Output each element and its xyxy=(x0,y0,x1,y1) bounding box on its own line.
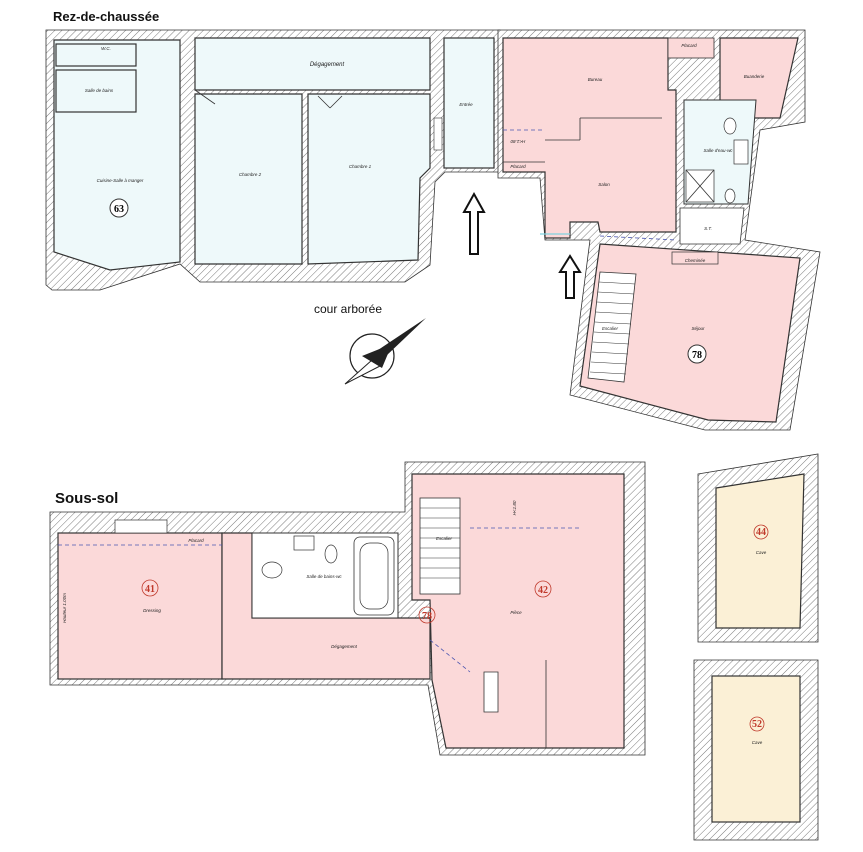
basement-toilet xyxy=(261,561,283,579)
sejour-number-circle xyxy=(687,344,707,364)
north-compass-icon xyxy=(344,318,426,385)
stairs-label: Escalier xyxy=(602,326,619,331)
court-label: cour arborée xyxy=(314,302,382,316)
entry-label: Entrée xyxy=(459,102,473,107)
piece-label: Pièce xyxy=(510,610,522,615)
st-room xyxy=(679,207,745,245)
ground-height-mark: H<1.80 xyxy=(510,139,525,144)
sejour-stairs xyxy=(587,271,637,383)
basement-sink xyxy=(293,535,315,551)
placard-top-label: Placard xyxy=(681,43,697,48)
hallway-label: Dégagement xyxy=(310,62,345,68)
placard-bottom-label: Placard xyxy=(510,164,526,169)
entrance-arrow-left xyxy=(462,191,486,255)
entry-room xyxy=(443,37,495,169)
toilet-fixture xyxy=(723,117,737,135)
cave-52-number-circle xyxy=(749,716,765,732)
bureau-salon-room xyxy=(502,37,677,239)
cave-52-number: 52 xyxy=(752,719,762,730)
entry-window xyxy=(433,117,443,151)
basement-placard-label: Placard xyxy=(188,538,204,543)
chimney-block xyxy=(671,251,719,265)
cave-44-label: Cave xyxy=(756,550,767,555)
cave-52-room xyxy=(711,675,801,823)
dressing-number-circle xyxy=(141,579,159,597)
basement-stair-steps xyxy=(420,507,460,579)
kitchen-number: 63 xyxy=(114,204,124,215)
dressing-number: 41 xyxy=(145,584,155,595)
stair-number-circle xyxy=(418,606,436,624)
cave-44-block: 44 Cave xyxy=(697,453,819,643)
sink-fixture xyxy=(733,139,749,165)
shower-x2 xyxy=(685,169,715,203)
piece-number-circle xyxy=(534,580,552,598)
ground-floor-title: Rez-de-chaussée xyxy=(53,9,159,24)
sejour-label: Séjour xyxy=(691,326,705,331)
placard-top xyxy=(667,37,715,59)
chimney-label: Cheminée xyxy=(685,258,706,263)
basement-bath-label: Salle de bains-wc xyxy=(306,574,342,579)
bidet-fixture xyxy=(724,188,736,204)
wc-room xyxy=(55,43,137,67)
dash-line-1 xyxy=(599,235,677,241)
salon-label: Salon xyxy=(598,182,610,187)
basement-title: Sous-sol xyxy=(55,490,118,507)
cave-52-block: 52 Cave xyxy=(693,659,819,841)
kitchen-label: Cuisine-Salle à manger xyxy=(97,178,144,183)
bathroom-room xyxy=(55,69,137,113)
wc-label: W.C. xyxy=(101,46,111,51)
stair-number: 78 xyxy=(422,611,432,622)
basement-hallway-label: Dégagement xyxy=(331,644,358,649)
sejour-number: 78 xyxy=(692,350,702,361)
bureau-label: Bureau xyxy=(588,77,603,82)
shower-room-label: Salle d'eau-wc xyxy=(703,148,733,153)
buanderie-room xyxy=(719,37,799,119)
bathtub-inner xyxy=(359,542,389,610)
bedroom2-room xyxy=(194,93,303,265)
piece-room xyxy=(411,473,625,749)
entrance-arrow-right xyxy=(558,254,582,299)
dressing-label: Dressing xyxy=(143,608,161,613)
bedroom1-label: Chambre 1 xyxy=(349,164,372,169)
door-swing-3 xyxy=(329,95,343,109)
bedroom1-room xyxy=(307,93,431,265)
basement-block xyxy=(49,461,646,756)
cave-44-number-circle xyxy=(753,524,769,540)
sejour-room xyxy=(579,243,801,423)
ground-right-block xyxy=(497,29,821,431)
ground-left-block xyxy=(45,29,501,291)
hallway-room xyxy=(194,37,431,91)
piece-number: 42 xyxy=(538,585,548,596)
door-swing-1 xyxy=(194,89,216,105)
cave-44-room xyxy=(715,473,805,629)
basement-bidet xyxy=(324,544,338,564)
stair-steps xyxy=(589,281,636,375)
bathroom-label: Salle de bains xyxy=(85,88,114,93)
cave-44-number: 44 xyxy=(756,527,766,538)
bedroom2-label: Chambre 2 xyxy=(239,172,262,177)
st-label: S.T. xyxy=(704,226,712,231)
buanderie-label: Buanderie xyxy=(744,74,765,79)
pillar xyxy=(483,671,499,713)
basement-dash-2 xyxy=(429,639,471,673)
door-swing-2 xyxy=(317,95,331,109)
dressing-room xyxy=(57,532,223,680)
basement-stairs-label: Escalier xyxy=(436,536,453,541)
basement-stairs xyxy=(419,497,461,595)
basement-height-mark: H<1.80 xyxy=(512,500,517,515)
hauteur-label: Hauteur 1.00m xyxy=(62,593,67,623)
dressing-window xyxy=(114,519,168,534)
cave-52-label: Cave xyxy=(752,740,763,745)
kitchen-number-circle xyxy=(109,198,129,218)
